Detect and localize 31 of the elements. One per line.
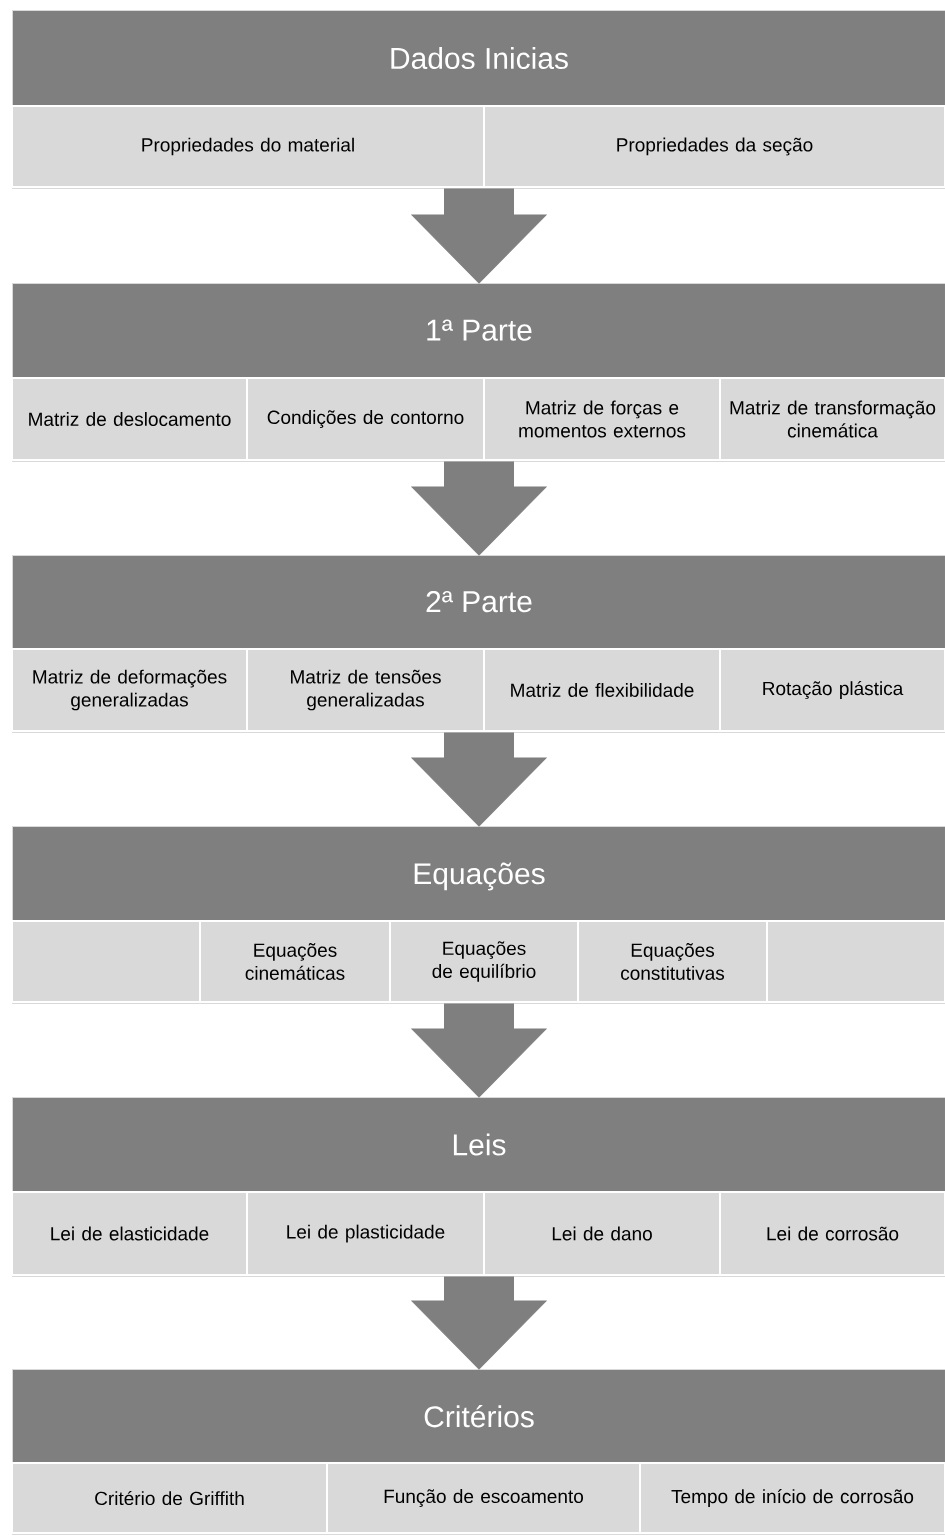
table-cell: Critério de Griffith <box>11 1462 328 1534</box>
table-cell: Rotação plástica <box>719 648 945 732</box>
block-arrow <box>411 188 547 284</box>
block-arrow <box>411 461 547 556</box>
table-cell: Matriz de transformação cinemática <box>719 377 945 461</box>
block-arrow <box>411 1276 547 1370</box>
table-cell: Lei de corrosão <box>719 1191 945 1276</box>
table-cell <box>11 920 201 1003</box>
table-cell: Matriz de forças e momentos externos <box>483 377 721 461</box>
table-cell: Equações de equilíbrio <box>389 920 579 1003</box>
table-cell: Equações cinemáticas <box>199 920 391 1003</box>
node-label: Propriedades da seção <box>617 137 813 156</box>
table-cell: Lei de elasticidade <box>11 1191 248 1276</box>
table-cell: Matriz de deslocamento <box>11 377 248 461</box>
table-cell: Função de escoamento <box>326 1462 641 1534</box>
table-cell: Tempo de início de corrosão <box>639 1462 945 1534</box>
table-cell: Lei de plasticidade <box>246 1191 485 1276</box>
node-label: Rotação plástica <box>763 681 904 700</box>
table-cell: Matriz de deformações generalizadas <box>11 648 248 732</box>
table-cell <box>766 920 945 1003</box>
table-cell: Matriz de flexibilidade <box>483 648 721 732</box>
table-cell: Equações constitutivas <box>577 920 768 1003</box>
block-arrow <box>411 1003 547 1098</box>
table-cell: Propriedades do material <box>11 105 485 188</box>
block-arrow <box>411 732 547 827</box>
node-label: Tempo de início de corrosão <box>671 1489 914 1507</box>
table-cell: Condições de contorno <box>246 377 485 461</box>
node-label: Matriz de transformação cinemática <box>730 400 936 438</box>
table-cell: Lei de dano <box>483 1191 721 1276</box>
table-cell: Propriedades da seção <box>483 105 945 188</box>
table-cell: Matriz de tensões generalizadas <box>246 648 485 732</box>
